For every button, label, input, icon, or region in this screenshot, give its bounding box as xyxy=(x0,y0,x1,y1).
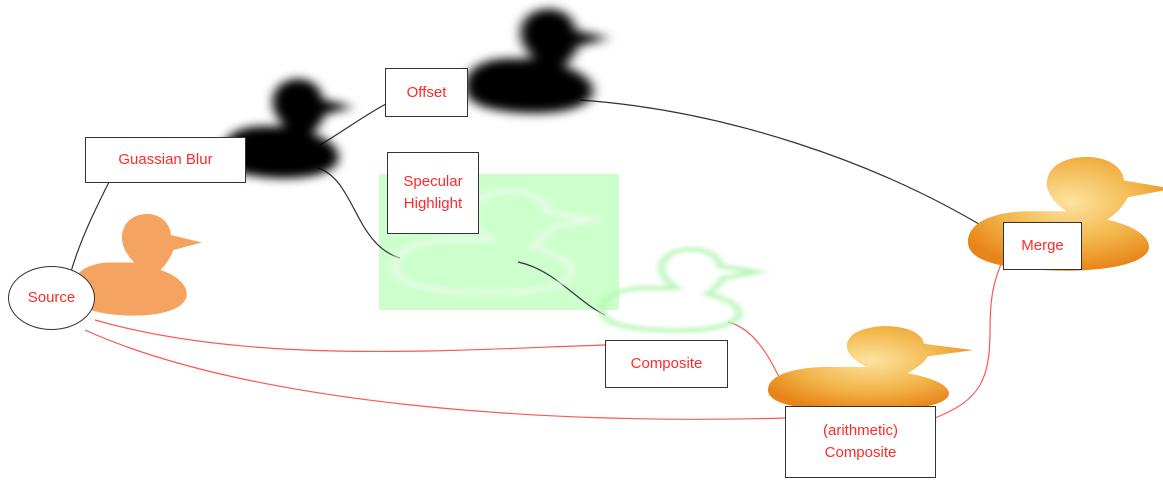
arithmetic-composite-duck-image xyxy=(768,326,973,412)
arithmetic-composite-label: (arithmetic) Composite xyxy=(822,422,898,461)
composite-label: Composite xyxy=(630,355,703,372)
edge-arithmetic-composite-to-merge xyxy=(934,257,1005,419)
source-node: Source xyxy=(8,266,95,330)
edge-gaussian-blur-to-specular-highlight xyxy=(317,167,401,259)
edge-source-to-gaussian-blur xyxy=(69,179,111,276)
composite-node: Composite xyxy=(605,340,728,388)
edge-source-to-composite xyxy=(94,319,606,353)
arithmetic-composite-node: (arithmetic) Composite xyxy=(785,406,936,478)
merge-label: Merge xyxy=(1021,237,1064,254)
source-label: Source xyxy=(27,289,76,306)
edge-source-to-arithmetic-composite xyxy=(84,329,786,420)
edge-specular-highlight-to-composite xyxy=(517,261,606,316)
offset-node: Offset xyxy=(385,68,468,117)
merge-node: Merge xyxy=(1003,222,1082,270)
offset-label: Offset xyxy=(406,83,447,101)
composite-duck-image xyxy=(602,249,757,330)
specular-highlight-node: Specular Highlight xyxy=(387,152,479,234)
gaussian-blur-node: Guassian Blur xyxy=(85,137,246,183)
specular-highlight-label: Specular Highlight xyxy=(403,173,463,212)
gaussian-blur-label: Guassian Blur xyxy=(118,151,213,168)
edge-offset-to-merge xyxy=(579,99,1006,241)
offset-shadow-duck-image xyxy=(465,8,610,114)
